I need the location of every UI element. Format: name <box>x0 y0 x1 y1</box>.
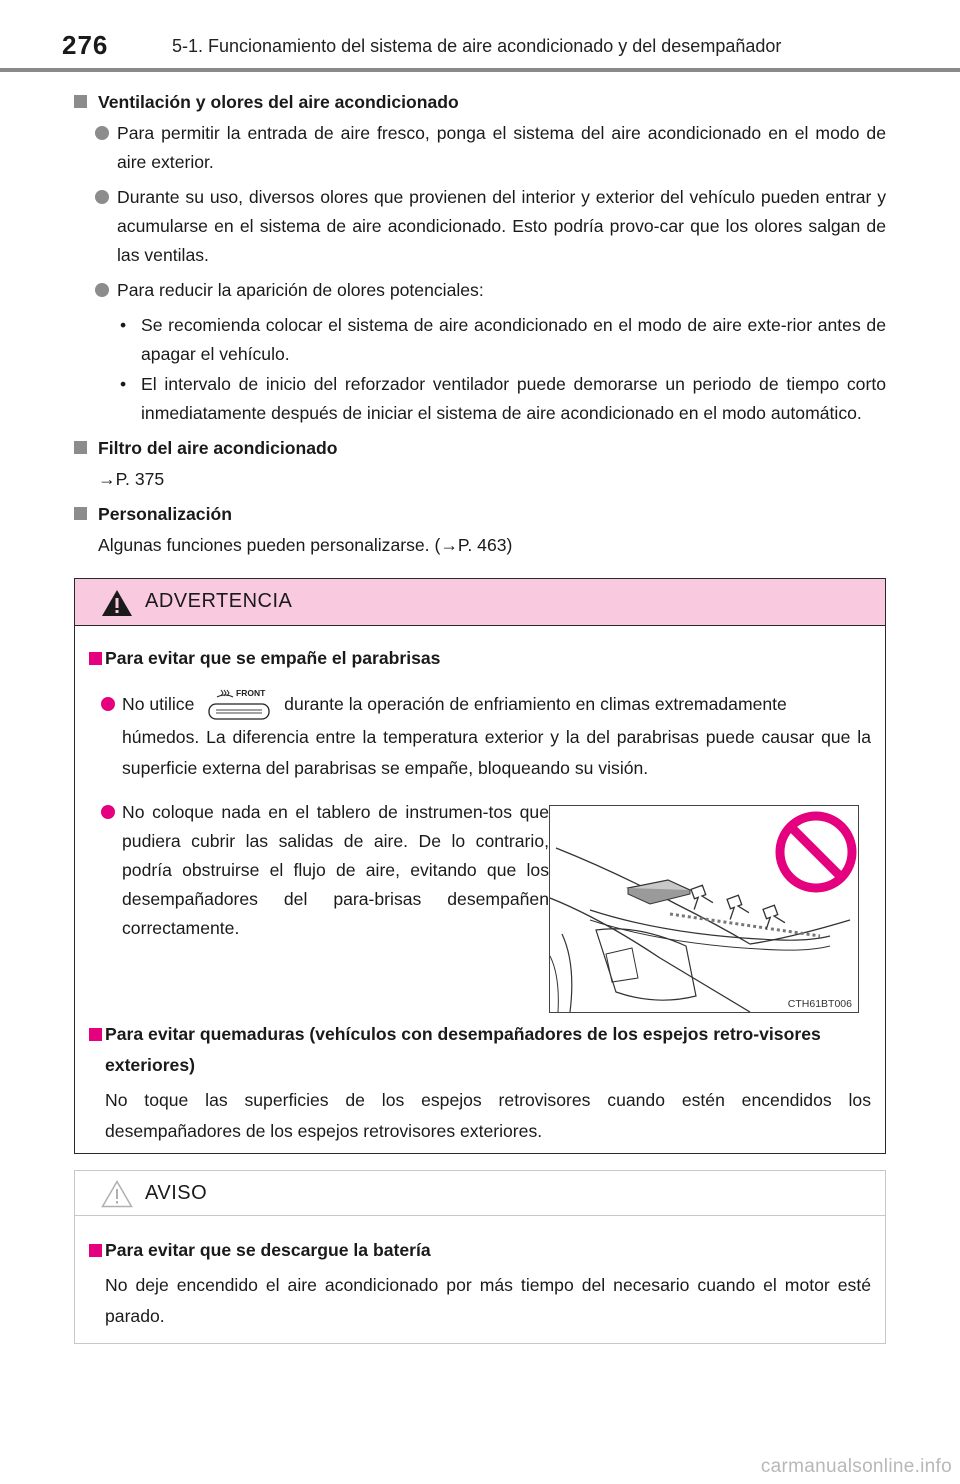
square-bullet-icon <box>89 1244 102 1257</box>
notice-paragraph: No deje encendido el aire acondicionado … <box>105 1275 871 1326</box>
warning-header: ADVERTENCIA <box>75 579 885 626</box>
list-item: • El intervalo de inicio del reforzador … <box>74 370 886 428</box>
dashboard-vent-drawing <box>549 811 857 1013</box>
warning-paragraph: No utilice FRONT durante la operación de… <box>89 686 871 724</box>
square-bullet-icon <box>74 441 87 454</box>
notice-header: AVISO <box>75 1171 885 1216</box>
warning-body: Para evitar que se empañe el parabrisas … <box>89 643 871 943</box>
bullet-glyph: • <box>120 374 127 394</box>
notice-box: AVISO Para evitar que se descargue la ba… <box>74 1170 886 1344</box>
square-bullet-icon <box>74 95 87 108</box>
watermark: carmanualsonline.info <box>760 1456 952 1477</box>
circle-bullet-icon <box>95 126 109 140</box>
section-title-ventilacion: Ventilación y olores del aire acondicion… <box>74 88 886 117</box>
square-bullet-icon <box>89 652 102 665</box>
bullet-glyph: • <box>120 315 127 335</box>
circle-bullet-icon <box>101 697 115 711</box>
circle-bullet-icon <box>95 190 109 204</box>
warning-subtitle: Para evitar quemaduras (vehículos con de… <box>89 1019 871 1081</box>
section-title-personalizacion: Personalización <box>74 500 886 529</box>
sub-list: • Se recomienda colocar el sistema de ai… <box>74 311 886 428</box>
dashboard-illustration: CTH61BT006 <box>549 805 859 1013</box>
warning-paragraph-cont: húmedos. La diferencia entre la temperat… <box>122 727 871 779</box>
notice-body: Para evitar que se descargue la batería … <box>89 1235 871 1332</box>
warning-label: ADVERTENCIA <box>145 590 293 612</box>
circle-bullet-icon <box>95 283 109 297</box>
page-number: 276 <box>62 30 109 60</box>
main-content: Ventilación y olores del aire acondicion… <box>74 84 886 566</box>
notice-triangle-icon <box>101 1180 133 1208</box>
button-text: FRONT <box>236 688 266 698</box>
notice-label: AVISO <box>145 1182 208 1204</box>
warning-subtitle: Para evitar que se empañe el parabrisas <box>89 643 871 674</box>
square-bullet-icon <box>89 1028 102 1041</box>
chapter-title: 5-1. Funcionamiento del sistema de aire … <box>172 36 782 56</box>
page-header: 276 5-1. Funcionamiento del sistema de a… <box>0 0 960 80</box>
warning-paragraph: No toque las superficies de los espejos … <box>105 1090 871 1141</box>
personalizacion-text: Algunas funciones pueden personalizarse.… <box>98 535 513 555</box>
square-bullet-icon <box>74 507 87 520</box>
bullet-paragraph: Durante su uso, diversos olores que prov… <box>74 183 886 270</box>
page-reference[interactable]: →P. 375 <box>98 469 165 489</box>
warning-body-2: Para evitar quemaduras (vehículos con de… <box>89 1019 871 1147</box>
list-item: • Se recomienda colocar el sistema de ai… <box>74 311 886 369</box>
illustration-code: CTH61BT006 <box>787 998 852 1010</box>
warning-triangle-icon <box>102 590 132 616</box>
notice-subtitle: Para evitar que se descargue la batería <box>89 1235 871 1266</box>
front-defroster-button-icon: FRONT <box>208 688 270 720</box>
warning-box: ADVERTENCIA Para evitar que se empañe el… <box>74 578 886 1154</box>
warning-paragraph: No coloque nada en el tablero de instrum… <box>89 798 549 943</box>
circle-bullet-icon <box>101 805 115 820</box>
bullet-paragraph: Para reducir la aparición de olores pote… <box>74 276 886 305</box>
header-divider <box>0 68 960 72</box>
bullet-paragraph: Para permitir la entrada de aire fresco,… <box>74 119 886 177</box>
section-title-filtro: Filtro del aire acondicionado <box>74 434 886 463</box>
